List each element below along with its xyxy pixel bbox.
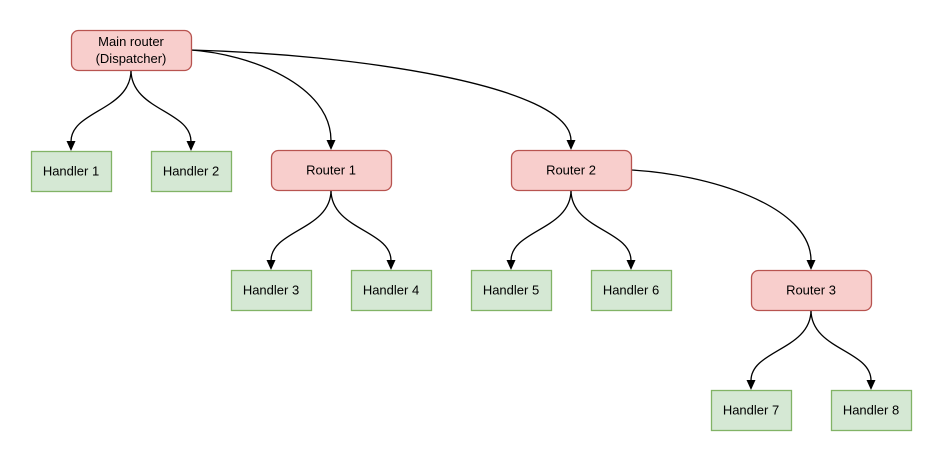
- node-label: Handler 5: [483, 283, 539, 298]
- node-h5: Handler 5: [470, 269, 553, 312]
- handler-box: [350, 269, 433, 312]
- edge-main-r2: [190, 49, 576, 150]
- node-main: Main router(Dispatcher): [70, 29, 193, 72]
- node-label: Handler 8: [843, 403, 899, 418]
- node-r3: Router 3: [750, 269, 873, 312]
- node-label: Handler 1: [43, 164, 99, 179]
- handler-box: [30, 150, 113, 193]
- node-h8: Handler 8: [830, 389, 913, 432]
- node-label: Handler 2: [163, 164, 219, 179]
- handler-box: [590, 269, 673, 312]
- edge-main-h1: [66, 69, 132, 151]
- edge-r3-h8: [810, 309, 876, 390]
- router-box: [510, 149, 633, 192]
- node-r1: Router 1: [270, 149, 393, 192]
- edge-main-h2: [130, 69, 196, 151]
- node-label: Router 2: [546, 163, 596, 178]
- edge-r3-h7: [746, 309, 812, 390]
- edge-r2-h6: [570, 189, 636, 270]
- node-label: Router 1: [306, 163, 356, 178]
- edge-r1-h4: [330, 189, 396, 270]
- router-box: [750, 269, 873, 312]
- node-h2: Handler 2: [150, 150, 233, 193]
- node-label: Handler 4: [363, 283, 419, 298]
- edge-r2-r3: [630, 169, 816, 270]
- edge-r1-h3: [266, 189, 332, 270]
- node-h6: Handler 6: [590, 269, 673, 312]
- node-h3: Handler 3: [230, 269, 313, 312]
- router-box: [70, 29, 193, 72]
- node-label: Main router(Dispatcher): [96, 34, 167, 66]
- node-label: Handler 7: [723, 403, 779, 418]
- router-box: [270, 149, 393, 192]
- handler-box: [470, 269, 553, 312]
- node-label: Handler 6: [603, 283, 659, 298]
- edge-r2-h5: [506, 189, 572, 270]
- node-h4: Handler 4: [350, 269, 433, 312]
- node-r2: Router 2: [510, 149, 633, 192]
- handler-box: [230, 269, 313, 312]
- handler-box: [710, 389, 793, 432]
- handler-box: [830, 389, 913, 432]
- node-h7: Handler 7: [710, 389, 793, 432]
- node-label: Router 3: [786, 283, 836, 298]
- edge-main-r1: [190, 49, 336, 150]
- handler-box: [150, 150, 233, 193]
- node-h1: Handler 1: [30, 150, 113, 193]
- node-label: Handler 3: [243, 283, 299, 298]
